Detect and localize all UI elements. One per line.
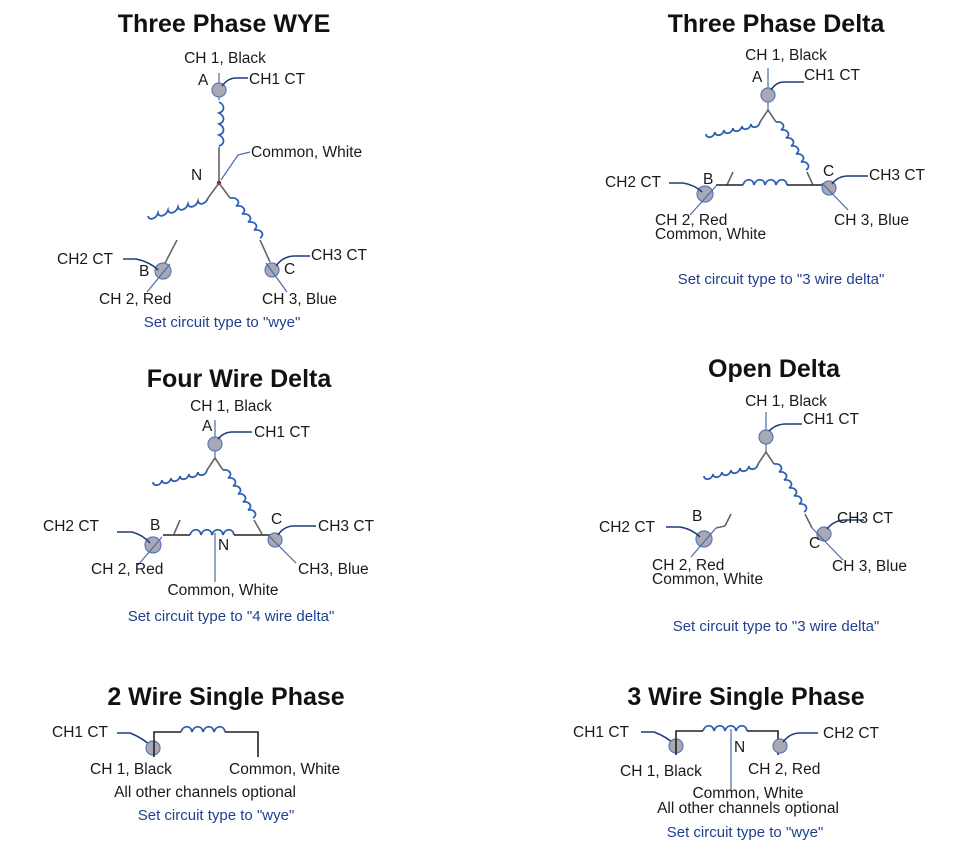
- ch1-ct-clamp-icon: [760, 87, 776, 103]
- ch2-ct-label: CH2 CT: [823, 725, 879, 742]
- load-coil-icon: [180, 725, 226, 733]
- circuit-type-note: Set circuit type to "wye": [666, 824, 824, 841]
- phase-b-label: B: [703, 171, 714, 188]
- ch2-label: CH 2, Red: [652, 557, 725, 574]
- phase-b-label: B: [139, 263, 150, 280]
- ch1-label: CH 1, Black: [620, 763, 702, 780]
- phase-a-label: A: [198, 72, 209, 89]
- ch3-label: CH 3, Blue: [834, 212, 909, 229]
- ch2-ct-label: CH2 CT: [599, 519, 655, 536]
- optional-channels-note: All other channels optional: [114, 784, 296, 801]
- phase-c-label: C: [284, 261, 296, 278]
- ch3-ct-clamp-icon: [821, 180, 837, 196]
- ch1-ct-label: CH1 CT: [249, 71, 305, 88]
- panel-title: 2 Wire Single Phase: [107, 683, 345, 711]
- delta-ab-coil-icon: [152, 469, 208, 487]
- panel-title: Open Delta: [708, 355, 840, 383]
- ch1-label: CH 1, Black: [90, 761, 172, 778]
- common-label: Common, White: [229, 761, 341, 778]
- ch3-label: CH 3, Blue: [262, 291, 337, 308]
- ch3-label: CH 3, Blue: [832, 558, 907, 575]
- open-delta-ac-coil-icon: [773, 463, 808, 513]
- phase-c-label: C: [271, 511, 283, 528]
- center-tapped-coil-icon: [702, 724, 748, 732]
- ch3-label: CH3, Blue: [298, 561, 369, 578]
- ch1-ct-clamp-icon: [211, 82, 227, 98]
- neutral-label: N: [218, 537, 230, 554]
- panel-title: Four Wire Delta: [146, 365, 332, 393]
- common-label: Common, White: [652, 571, 764, 588]
- ch1-label: CH 1, Black: [184, 50, 266, 67]
- delta-ac-coil-icon: [222, 469, 257, 519]
- ch1-ct-label: CH1 CT: [52, 724, 108, 741]
- neutral-label: N: [191, 167, 203, 184]
- ch2-label: CH 2, Red: [99, 291, 172, 308]
- open-delta-ab-coil-icon: [703, 463, 759, 481]
- ch3-ct-label: CH3 CT: [837, 510, 893, 527]
- delta-bc-center-tapped-coil-icon: [189, 528, 235, 536]
- delta-ab-coil-icon: [705, 121, 761, 139]
- panel-title: Three Phase WYE: [117, 10, 331, 38]
- delta-diagram: [669, 68, 868, 216]
- open-delta-diagram: [666, 412, 864, 561]
- phase-b-label: B: [150, 517, 161, 534]
- ch1-label: CH 1, Black: [190, 398, 272, 415]
- ch2-ct-clamp-icon: [695, 530, 713, 548]
- ch2-ct-label: CH2 CT: [57, 251, 113, 268]
- phase-a-coil-icon: [216, 101, 225, 147]
- phase-c-coil-icon: [229, 197, 264, 239]
- three-wire-diagram: [641, 724, 818, 790]
- phase-c-label: C: [823, 163, 835, 180]
- two-wire-diagram: [117, 725, 259, 757]
- ch3-ct-label: CH3 CT: [869, 167, 925, 184]
- ch1-label: CH 1, Black: [745, 47, 827, 64]
- common-label: Common, White: [167, 582, 279, 599]
- panel-title: 3 Wire Single Phase: [627, 683, 865, 711]
- ch3-ct-label: CH3 CT: [318, 518, 374, 535]
- phase-c-label: C: [809, 535, 821, 552]
- phase-b-coil-icon: [147, 197, 209, 220]
- common-label: Common, White: [692, 785, 804, 802]
- ch1-ct-clamp-icon: [758, 429, 774, 445]
- phase-a-label: A: [752, 69, 763, 86]
- phase-b-label: B: [692, 508, 703, 525]
- ch1-ct-label: CH1 CT: [573, 724, 629, 741]
- ch2-label: CH 2, Red: [748, 761, 821, 778]
- common-label: Common, White: [251, 144, 363, 161]
- ch3-ct-label: CH3 CT: [311, 247, 367, 264]
- common-label: Common, White: [655, 226, 767, 243]
- circuit-type-note: Set circuit type to "3 wire delta": [677, 271, 885, 288]
- circuit-type-note: Set circuit type to "wye": [143, 314, 301, 331]
- ch1-ct-clamp-icon: [145, 740, 161, 756]
- circuit-type-note: Set circuit type to "wye": [137, 807, 295, 824]
- delta-bc-coil-icon: [742, 178, 788, 186]
- delta-ac-coil-icon: [775, 121, 810, 171]
- neutral-label: N: [734, 739, 746, 756]
- circuit-type-note: Set circuit type to "4 wire delta": [127, 608, 335, 625]
- ch2-ct-clamp-icon: [772, 738, 788, 754]
- ch1-ct-label: CH1 CT: [803, 411, 859, 428]
- ch2-ct-label: CH2 CT: [43, 518, 99, 535]
- ch2-label: CH 2, Red: [655, 212, 728, 229]
- ch3-ct-clamp-icon: [267, 532, 283, 548]
- circuit-type-note: Set circuit type to "3 wire delta": [672, 618, 880, 635]
- wye-diagram: [123, 73, 310, 293]
- ch1-ct-label: CH1 CT: [804, 67, 860, 84]
- ch2-ct-clamp-icon: [696, 185, 714, 203]
- ch1-label: CH 1, Black: [745, 393, 827, 410]
- ch2-ct-label: CH2 CT: [605, 174, 661, 191]
- optional-channels-note: All other channels optional: [657, 800, 839, 817]
- four-wire-delta-diagram: [117, 420, 316, 582]
- ch2-label: CH 2, Red: [91, 561, 164, 578]
- phase-a-label: A: [202, 418, 213, 435]
- ch1-ct-clamp-icon: [207, 436, 223, 452]
- ch1-ct-label: CH1 CT: [254, 424, 310, 441]
- panel-title: Three Phase Delta: [667, 10, 885, 38]
